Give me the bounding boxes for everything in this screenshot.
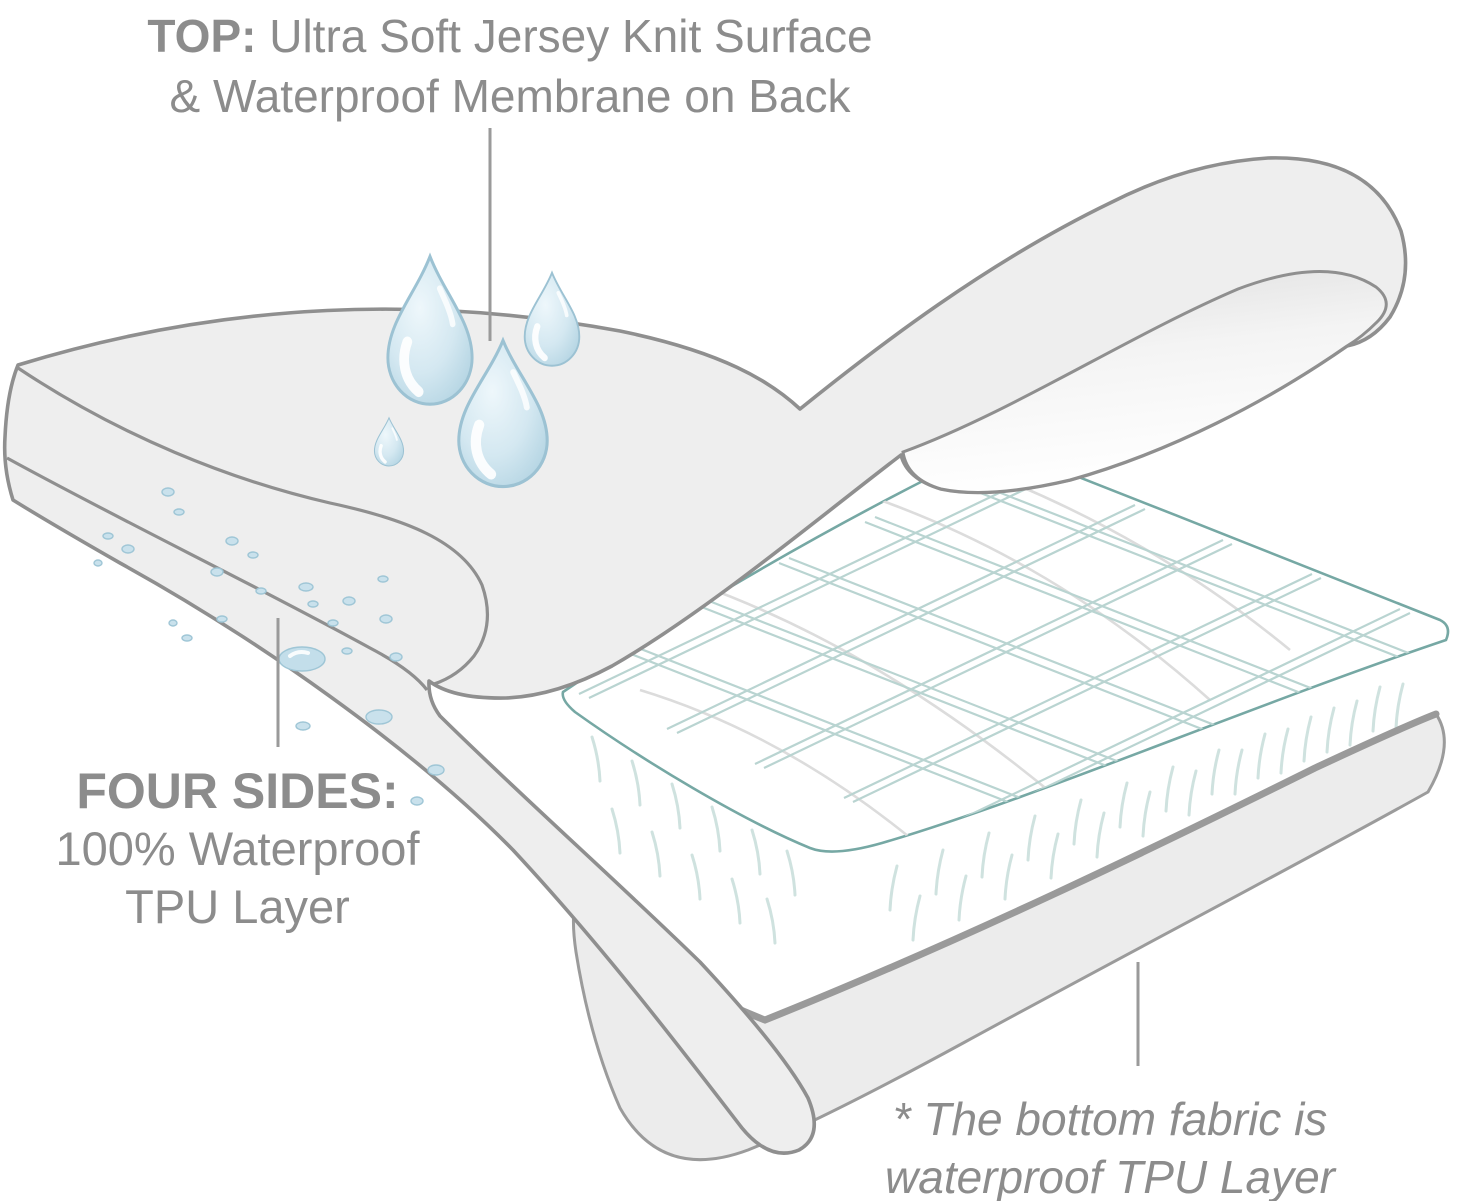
mattress-protector — [2, 156, 1408, 1155]
annotation-bottom-note: * The bottom fabric is waterproof TPU La… — [820, 1090, 1400, 1201]
leader-lines — [276, 128, 1140, 1066]
annotation-four-sides: FOUR SIDES: 100% Waterproof TPU Layer — [5, 762, 470, 936]
water-drop-icon — [388, 256, 472, 404]
water-splash-beads — [93, 487, 445, 806]
protector-layer-divider-line — [6, 456, 429, 691]
annotation-top-line2: & Waterproof Membrane on Back — [169, 70, 851, 122]
annotation-top-prefix: TOP: — [147, 10, 257, 62]
protector-fold-underside — [901, 270, 1388, 494]
mattress — [560, 446, 1450, 1162]
annotation-four-sides-line2: TPU Layer — [125, 880, 350, 933]
mattress-side-face — [560, 632, 1448, 1020]
mattress-side-stitching — [590, 682, 1405, 945]
water-drop-icon — [525, 273, 580, 366]
annotation-bottom-line2: waterproof TPU Layer — [885, 1151, 1335, 1201]
annotation-four-sides-title: FOUR SIDES: — [76, 763, 399, 819]
annotation-four-sides-line1: 100% Waterproof — [55, 822, 420, 875]
annotation-bottom-line1: * The bottom fabric is — [892, 1093, 1328, 1145]
annotation-top-rest: Ultra Soft Jersey Knit Surface — [256, 10, 873, 62]
annotation-top: TOP: Ultra Soft Jersey Knit Surface & Wa… — [60, 6, 960, 126]
protector-top-edge-line — [17, 366, 489, 686]
water-bead-large — [278, 646, 326, 672]
annotation-top-line1: TOP: Ultra Soft Jersey Knit Surface — [60, 6, 960, 66]
